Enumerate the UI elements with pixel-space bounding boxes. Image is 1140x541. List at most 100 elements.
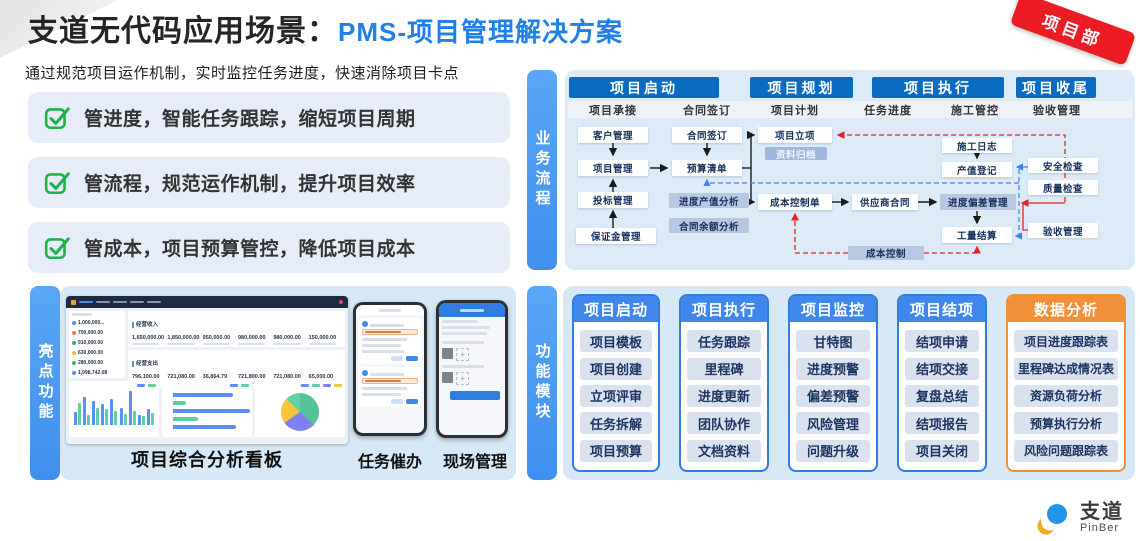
mini-chart-card [69,381,159,437]
expense-value: 65,000.00 [308,374,334,380]
phase-execute: 项目执行 [872,77,1004,98]
logo-icon [1037,504,1067,535]
dashboard-sidebar-value: 280,000.00 [78,360,104,366]
lane-undertake: 项目承接 [589,104,637,117]
income-value: 980,000.00 [273,335,301,341]
module-column-execute: 项目执行 任务跟踪 里程碑 进度更新 团队协作 文档资料 [679,294,769,472]
module-column-header: 项目执行 [681,296,767,322]
expense-value: 721,080.00 [273,374,301,380]
module-item: 项目进度跟踪表 [1014,330,1118,353]
income-value: 1,650,000.00 [132,335,165,341]
highlight-item-process: 管流程，规范运作机制，提升项目效率 [28,157,510,208]
module-item: 偏差预警 [796,384,870,407]
lane-strip [568,101,1132,118]
phone-app-header [439,303,505,317]
dashboard-sidebar-value: 700,000.00 [78,330,104,336]
module-item: 文档资料 [687,439,761,462]
logo-subtitle: PinBer [1080,521,1120,534]
income-value: 150,000.00 [308,335,337,341]
task-card [359,367,421,407]
module-item: 项目模板 [580,330,652,353]
highlight-item-progress: 管进度，智能任务跟踪，缩短项目周期 [28,92,510,143]
flow-node-archive: 资料归档 [765,147,827,161]
module-item: 立项评审 [580,384,652,407]
mini-bar-chart [72,389,156,425]
phase-start: 项目启动 [569,77,719,98]
flow-node-work-settlement: 工量结算 [942,227,1012,243]
dashboard-caption: 项目综合分析看板 [131,450,283,470]
add-photo-icon: + [456,372,469,385]
module-column-header: 项目启动 [574,296,658,322]
module-item: 预算执行分析 [1014,412,1118,435]
module-item: 项目关闭 [905,439,979,462]
flow-node-project-approval: 项目立项 [758,127,832,143]
highlight-text: 管成本，项目预算管控，降低项目成本 [84,239,416,260]
module-item: 里程碑 [687,357,761,380]
mini-chart-card [162,381,252,437]
intro-text: 通过规范项目运作机制，实时监控任务进度，快速消除项目卡点 [25,65,460,82]
expense-value: 796,100.00 [132,374,160,380]
flow-node-contract-sign: 合同签订 [672,127,742,143]
section-label-modules: 功能模块 [527,286,557,480]
avatar [362,321,368,327]
phone1-caption: 任务催办 [357,454,422,471]
module-item: 结项申请 [905,330,979,353]
check-icon [44,107,70,130]
mini-pie-chart [281,392,319,431]
flow-node-construction-log: 施工日志 [942,138,1012,153]
flow-node-contract-balance-analysis: 合同余额分析 [669,218,749,233]
dashboard-sidebar-value: 630,000.00 [78,350,104,356]
flow-node-deposit: 保证金管理 [576,228,656,244]
section-label-spotlight: 亮点功能 [30,286,60,480]
module-item: 问题升级 [796,439,870,462]
check-icon [44,172,70,195]
dashboard-sidebar-value: 1,998,742.08 [78,370,108,376]
urgent-banner [362,378,418,384]
lane-plan: 项目计划 [771,104,819,117]
lane-construction: 施工管控 [951,104,999,117]
module-item: 风险问题跟踪表 [1014,439,1118,462]
flow-node-project-mgmt: 项目管理 [578,160,648,176]
expense-card-title: 经营支出 [132,361,159,367]
module-item: 里程碑达成情况表 [1014,357,1118,380]
module-column-header: 数据分析 [1008,296,1124,322]
flow-node-cost-control-sheet: 成本控制单 [758,194,832,210]
income-value: 950,000.00 [202,335,231,341]
flow-node-customer: 客户管理 [578,127,648,143]
module-column-analytics: 数据分析 项目进度跟踪表 里程碑达成情况表 资源负荷分析 预算执行分析 风险问题… [1006,294,1126,472]
modules-panel: 项目启动 项目模板 项目创建 立项评审 任务拆解 项目预算 项目执行 任务跟踪 … [563,286,1135,480]
module-item: 项目预算 [580,439,652,462]
phone2-caption: 现场管理 [442,454,507,471]
photo-thumbnail [442,372,453,383]
dashboard-sidebar-value: 910,000.00 [78,340,104,346]
task-card [359,318,421,364]
page-title-black: 支道无代码应用场景： [28,15,338,48]
module-column-closeout: 项目结项 结项申请 结项交接 复盘总结 结项报告 项目关闭 [897,294,987,472]
expense-value: 721,080.00 [167,374,195,380]
module-column-header: 项目结项 [899,296,985,322]
brand-logo: 支道 PinBer [1033,501,1124,535]
logo-name: 支道 [1080,500,1124,523]
page-title-blue: PMS-项目管理解决方案 [338,17,624,47]
module-column-start: 项目启动 项目模板 项目创建 立项评审 任务拆解 项目预算 [572,294,660,472]
phone-mockup-task-reminder [353,302,427,436]
dashboard-income-card: 经营收入 1,650,000.00 1,850,000.00 950,000.0… [128,311,345,347]
lane-acceptance: 验收管理 [1033,104,1081,117]
avatar [362,370,368,376]
flow-node-cost-control: 成本控制 [848,246,924,260]
module-column-header: 项目监控 [790,296,876,322]
lane-task-progress: 任务进度 [864,104,912,117]
module-column-monitor: 项目监控 甘特图 进度预警 偏差预警 风险管理 问题升级 [788,294,878,472]
module-item: 任务跟踪 [687,330,761,353]
module-item: 项目创建 [580,357,652,380]
expense-value: 721,800.00 [237,374,266,380]
highlight-item-cost: 管成本，项目预算管控，降低项目成本 [28,222,510,273]
submit-button-mock [450,391,500,400]
module-item: 团队协作 [687,412,761,435]
flow-node-quality-check: 质量检查 [1028,180,1098,195]
flow-connectors [608,130,1066,254]
add-photo-icon: + [456,348,469,361]
flow-node-output-register: 产值登记 [942,162,1012,177]
urgent-banner [362,329,418,335]
business-flow-panel: 项目启动 项目规划 项目执行 项目收尾 项目承接 合同签订 项目计划 任务进度 … [565,70,1135,270]
